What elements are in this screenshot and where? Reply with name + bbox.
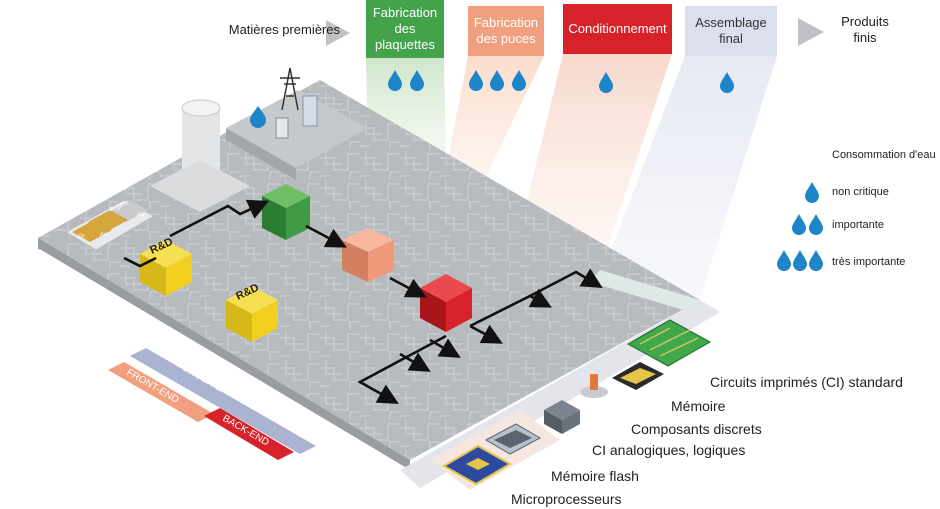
front-end-band <box>108 362 214 422</box>
water-drop-icon <box>469 70 483 91</box>
lane-1 <box>590 270 700 312</box>
water-drop-icon <box>777 250 791 271</box>
assembly-beam <box>600 56 777 330</box>
water-drop-icon <box>410 70 424 91</box>
back-end-band <box>204 408 294 460</box>
transformer-icon-2 <box>275 117 289 139</box>
water-drop-icon <box>809 214 823 235</box>
packaging-cube <box>420 274 472 332</box>
stage-raw-materials: Matières premières <box>228 22 340 37</box>
legend-label-1: non critique <box>832 186 889 198</box>
product-memory: Mémoire <box>671 398 726 414</box>
power-plant-base <box>226 90 368 168</box>
power-plant-drop-icon <box>250 106 266 128</box>
flash-memory-icon <box>484 423 542 455</box>
analog-ic-icon <box>544 400 580 434</box>
process-flow <box>123 199 603 404</box>
finished-arrow-icon <box>798 18 824 46</box>
gold-symbol: Au <box>100 232 107 238</box>
gold-label: Or <box>78 234 85 240</box>
foundry-band <box>130 348 316 454</box>
discrete-component-icon <box>580 374 608 398</box>
water-drop-icon <box>792 214 806 235</box>
transformer-icon <box>302 95 318 127</box>
silver-symbol: Ag <box>137 212 144 218</box>
silo-top <box>181 99 221 117</box>
stage-final-assembly: Assemblage final <box>685 6 777 56</box>
pcb-icon <box>626 319 712 367</box>
memory-chip-icon <box>612 362 664 390</box>
product-analog-logic-ic: CI analogiques, logiques <box>592 442 746 458</box>
legend-label-3: très importante <box>832 256 906 268</box>
legend-drops <box>777 182 823 271</box>
silo-base <box>150 160 250 212</box>
gold-bar-2 <box>72 220 112 242</box>
water-drop-icon <box>805 182 819 203</box>
stage-chip-fabrication: Fabrication des puces <box>468 6 544 56</box>
water-drop-icon <box>793 250 807 271</box>
power-plant-front <box>226 128 296 180</box>
water-drop-icon <box>490 70 504 91</box>
platform-front-edge <box>38 238 410 470</box>
microprocessor-icon <box>441 444 513 486</box>
stage-packaging: Conditionnement <box>563 4 672 54</box>
product-standard-pcb: Circuits imprimés (CI) standard <box>710 374 903 390</box>
product-microprocessors: Microprocesseurs <box>511 491 622 507</box>
product-flash-memory: Mémoire flash <box>551 468 639 484</box>
pylon-icon <box>280 67 300 111</box>
stage-drops <box>388 70 734 93</box>
wafer-cube <box>262 184 310 240</box>
legend-label-2: importante <box>832 219 884 231</box>
water-drop-icon <box>599 72 613 93</box>
product-discrete-components: Composants discrets <box>631 421 762 437</box>
legend-title: Consommation d'eau <box>832 149 936 161</box>
water-drop-icon <box>512 70 526 91</box>
water-drop-icon <box>809 250 823 271</box>
chip-cube <box>342 228 394 282</box>
rd-cube-2: R&D <box>226 282 278 342</box>
packaging-beam <box>520 54 672 270</box>
stage-wafer-fabrication: Fabrication des plaquettes <box>366 0 444 58</box>
stage-finished-products: Produits finis <box>841 14 889 45</box>
raw-arrow-icon <box>326 20 350 46</box>
water-drop-icon <box>388 70 402 91</box>
water-drop-icon <box>720 72 734 93</box>
